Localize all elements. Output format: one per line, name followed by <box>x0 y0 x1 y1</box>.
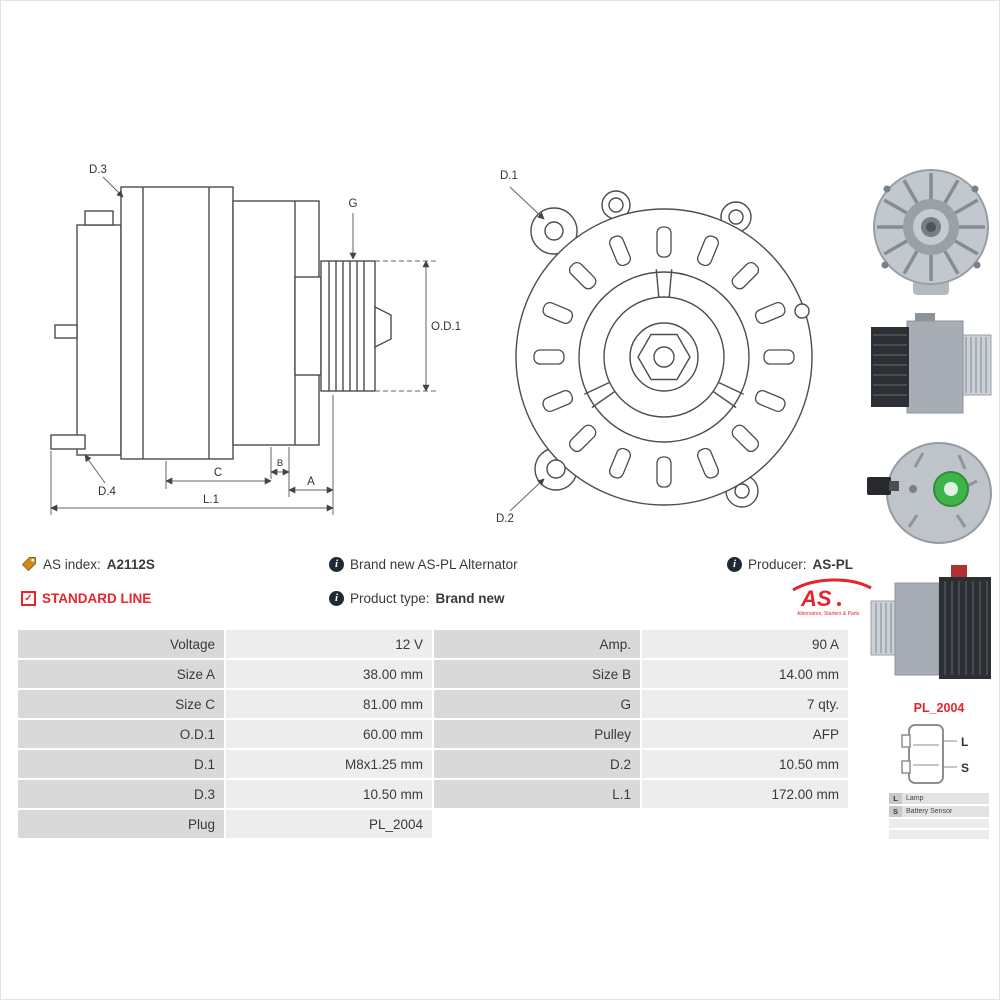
pulley <box>320 260 392 392</box>
spec-label-cell: Size B <box>434 660 640 688</box>
side-view-drawing: D.3 D.4 G O.D.1 C B A L.1 <box>50 164 461 515</box>
legend-key: L <box>889 793 902 804</box>
table-row: Voltage 12 V Amp. 90 A <box>18 630 848 658</box>
spec-label-cell: O.D.1 <box>18 720 224 748</box>
product-type-label: Product type: <box>350 590 430 606</box>
product-type-value: Brand new <box>435 590 505 606</box>
photo-fins <box>877 173 985 281</box>
tag-icon <box>21 557 36 572</box>
spec-label-cell: Size C <box>18 690 224 718</box>
table-row: D.1 M8x1.25 mm D.2 10.50 mm <box>18 750 848 778</box>
dim-label-b: B <box>277 458 283 469</box>
dim-label-d2: D.2 <box>496 513 514 525</box>
dim-label-od1: O.D.1 <box>431 321 461 333</box>
as-index-label: AS index: <box>43 556 101 572</box>
spec-label-cell: Amp. <box>434 630 640 658</box>
product-photo-side-2 <box>870 565 991 679</box>
dim-label-g: G <box>349 198 358 210</box>
producer-label: Producer: <box>748 556 807 572</box>
spec-empty-cell <box>434 810 640 838</box>
producer-value: AS-PL <box>812 556 854 572</box>
legend-label: Battery Sensor <box>902 806 989 817</box>
logo-text: AS <box>800 586 832 611</box>
producer: i Producer: AS-PL <box>727 555 853 573</box>
spec-value-cell: M8x1.25 mm <box>226 750 432 778</box>
spec-value-cell: 12 V <box>226 630 432 658</box>
as-index: AS index: A2112S <box>21 555 155 573</box>
alternator-side-body <box>50 186 322 460</box>
spec-label-cell: D.2 <box>434 750 640 778</box>
dim-label-l1: L.1 <box>203 494 219 506</box>
legend-row: L Lamp <box>889 793 989 804</box>
spec-empty-cell <box>642 810 848 838</box>
info-icon: i <box>329 556 344 572</box>
spec-value-cell: AFP <box>642 720 848 748</box>
table-row: D.3 10.50 mm L.1 172.00 mm <box>18 780 848 808</box>
spec-value-cell: 14.00 mm <box>642 660 848 688</box>
spec-label-cell: Size A <box>18 660 224 688</box>
spec-value-cell: 90 A <box>642 630 848 658</box>
spec-value-cell: 172.00 mm <box>642 780 848 808</box>
dim-label-d1: D.1 <box>500 170 518 182</box>
front-dim-labels: D.1 D.2 <box>496 170 518 525</box>
product-type: i Product type: Brand new <box>329 589 505 607</box>
brand-new-text: Brand new AS-PL Alternator <box>350 556 518 572</box>
table-row: Size C 81.00 mm G 7 qty. <box>18 690 848 718</box>
legend-empty-bar <box>889 830 989 839</box>
table-row: O.D.1 60.00 mm Pulley AFP <box>18 720 848 748</box>
dim-label-d4: D.4 <box>98 486 117 498</box>
table-row: Size A 38.00 mm Size B 14.00 mm <box>18 660 848 688</box>
spec-label-cell: D.3 <box>18 780 224 808</box>
front-view-drawing: D.1 D.2 <box>496 170 813 525</box>
legend-empty-bar <box>889 819 989 828</box>
hub-spokes <box>584 269 744 409</box>
as-index-value: A2112S <box>106 556 155 572</box>
front-dim-lines <box>509 186 545 512</box>
vent-slots <box>533 226 795 488</box>
spec-label-cell: Pulley <box>434 720 640 748</box>
plug-connector-diagram: L S <box>901 724 969 784</box>
spec-label-cell: D.1 <box>18 750 224 778</box>
plug-legend: L Lamp S Battery Sensor <box>889 793 989 841</box>
spec-label-cell: Plug <box>18 810 224 838</box>
table-row: Plug PL_2004 <box>18 810 848 838</box>
check-icon: ✓ <box>21 590 36 606</box>
dimension-labels: D.3 D.4 G O.D.1 C B A L.1 <box>89 164 461 506</box>
logo-tagline: Alternators, Starters & Parts <box>797 611 860 617</box>
spec-label-cell: L.1 <box>434 780 640 808</box>
as-pl-logo: AS Alternators, Starters & Parts <box>792 578 872 617</box>
spec-label-cell: Voltage <box>18 630 224 658</box>
plug-pin-s: S <box>961 761 969 775</box>
dim-label-a: A <box>307 476 315 488</box>
info-icon: i <box>329 590 344 606</box>
info-icon: i <box>727 556 742 572</box>
standard-line: ✓ STANDARD LINE <box>21 589 151 607</box>
spec-value-cell: PL_2004 <box>226 810 432 838</box>
legend-key: S <box>889 806 902 817</box>
plug-pin-l: L <box>961 735 968 749</box>
product-photo-front <box>873 169 989 295</box>
standard-line-label: STANDARD LINE <box>42 590 152 606</box>
legend-label: Lamp <box>902 793 989 804</box>
product-photo-side-1 <box>871 313 992 414</box>
dim-label-d3: D.3 <box>89 164 107 176</box>
plug-code: PL_2004 <box>913 701 965 715</box>
spec-value-cell: 10.50 mm <box>226 780 432 808</box>
spec-value-cell: 81.00 mm <box>226 690 432 718</box>
spec-value-cell: 60.00 mm <box>226 720 432 748</box>
spec-table: Voltage 12 V Amp. 90 A Size A 38.00 mm S… <box>16 628 850 840</box>
dimension-lines <box>50 176 437 515</box>
dim-label-c: C <box>214 467 222 479</box>
brand-new-info: i Brand new AS-PL Alternator <box>329 555 518 573</box>
spec-value-cell: 7 qty. <box>642 690 848 718</box>
legend-row: S Battery Sensor <box>889 806 989 817</box>
spec-value-cell: 38.00 mm <box>226 660 432 688</box>
spec-value-cell: 10.50 mm <box>642 750 848 778</box>
product-photo-angled <box>867 442 992 544</box>
spec-label-cell: G <box>434 690 640 718</box>
